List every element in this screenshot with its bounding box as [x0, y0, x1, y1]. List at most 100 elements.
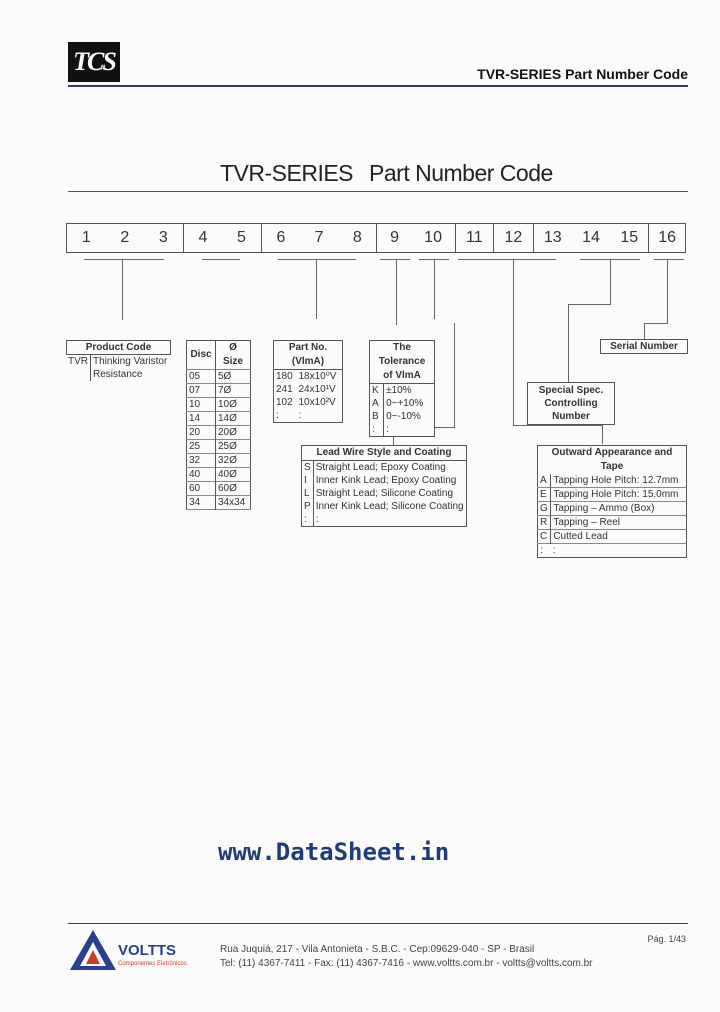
- logo-text: TCS: [73, 47, 117, 76]
- voltts-logo-icon: [68, 928, 118, 972]
- table-row: ::: [301, 513, 467, 527]
- box-group-lead: 11: [454, 223, 494, 253]
- digit: 15: [620, 229, 639, 246]
- serial-number-box: Serial Number: [600, 339, 688, 354]
- row-value: :: [315, 514, 319, 525]
- row-value: Tapping – Reel: [553, 517, 621, 528]
- part-no-title: Part No. (VlmA): [288, 342, 328, 367]
- connector: [602, 425, 603, 444]
- row-value: 34x34: [218, 497, 246, 508]
- header-divider: [68, 85, 688, 87]
- tolerance-title: The Tolerance: [378, 342, 426, 367]
- row-code: R: [537, 515, 552, 530]
- row-code: K: [369, 383, 385, 397]
- row-code: :: [540, 545, 543, 556]
- row-value: 14Ø: [218, 413, 237, 424]
- footer-divider: [68, 923, 688, 924]
- row-code: P: [301, 500, 314, 513]
- digit: 14: [582, 229, 600, 246]
- row-code: E: [537, 487, 552, 502]
- product-code-desc: Resistance: [93, 369, 143, 380]
- connector: [568, 304, 569, 382]
- connector: [513, 425, 603, 426]
- row-value: :: [552, 545, 556, 556]
- digit: 3: [158, 229, 168, 246]
- digit: 13: [543, 229, 562, 246]
- table-row: ::: [538, 544, 687, 558]
- row-code: S: [301, 460, 314, 474]
- connector: [644, 323, 668, 324]
- row-code: :: [301, 513, 314, 527]
- box-group-partno: 6 7 8: [260, 223, 377, 253]
- row-value: Cutted Lead: [553, 531, 608, 542]
- digit: 8: [352, 229, 362, 246]
- digit: 4: [198, 229, 208, 246]
- table-row: 102 10x10²V: [274, 396, 343, 409]
- row-code: 32: [186, 453, 216, 468]
- row-value: 0~+10%: [386, 398, 424, 409]
- underline: [458, 259, 556, 260]
- datasheet-watermark: www.DataSheet.in: [218, 838, 450, 866]
- row-value: Tapping Hole Pitch: 12.7mm: [553, 475, 679, 486]
- row-code: G: [537, 501, 552, 516]
- disc-header: Disc: [186, 340, 216, 370]
- brand-subtitle: Componentes Eletrônicos: [118, 961, 187, 967]
- row-code: 25: [186, 439, 216, 454]
- digit: 11: [466, 229, 483, 246]
- underline: [84, 259, 164, 260]
- digit: 6: [276, 229, 286, 246]
- connector: [644, 323, 645, 339]
- row-value: 10x10²V: [298, 397, 336, 408]
- box-group-special: 13 14 15: [532, 223, 649, 253]
- row-value: 40Ø: [218, 469, 237, 480]
- row-code: A: [369, 397, 385, 410]
- digit: 7: [314, 229, 324, 246]
- page-title-series: TVR-SERIES: [220, 160, 354, 186]
- digit: 1: [81, 229, 91, 246]
- row-value: 5Ø: [218, 371, 232, 382]
- row-value: 7Ø: [218, 385, 232, 396]
- table-row: ::: [274, 409, 343, 423]
- row-code: 40: [186, 467, 216, 482]
- row-code: B: [369, 410, 385, 423]
- row-code: 180: [276, 371, 293, 382]
- page-title-text: Part Number Code: [369, 160, 553, 186]
- digit: 2: [120, 229, 130, 246]
- row-value: 10Ø: [218, 399, 237, 410]
- table-row: ::: [369, 423, 435, 437]
- row-code: 102: [276, 397, 293, 408]
- connector: [454, 323, 455, 427]
- tcs-logo: TCS: [68, 42, 120, 82]
- digit: 5: [237, 229, 246, 246]
- digit: 9: [390, 229, 399, 246]
- row-value: 25Ø: [218, 441, 237, 452]
- row-code: L: [301, 487, 314, 500]
- size-header: Ø Size: [222, 342, 243, 367]
- connector: [610, 259, 611, 304]
- connector: [122, 259, 123, 320]
- page-title: TVR-SERIES Part Number Code: [220, 160, 553, 187]
